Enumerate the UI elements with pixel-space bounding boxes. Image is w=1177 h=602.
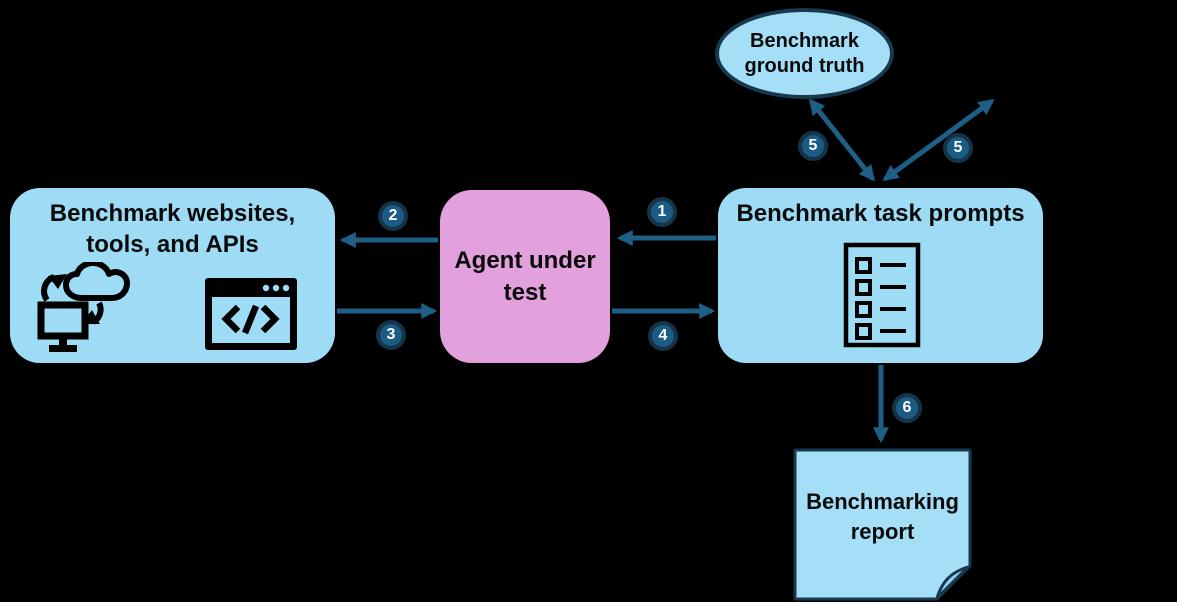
step-badge-6: 6 [892, 393, 922, 423]
websites-label: Benchmark websites, tools, and APIs [49, 200, 296, 259]
node-benchmarking-report: Benchmarking report [795, 449, 970, 599]
computer-cloud-sync-icon [37, 262, 130, 352]
task-prompts-label: Benchmark task prompts [736, 200, 1025, 227]
report-label: Benchmarking report [806, 489, 959, 544]
code-window-icon [205, 278, 297, 350]
step-badge-1: 1 [647, 197, 677, 227]
node-benchmark-task-prompts: Benchmark task prompts [718, 188, 1043, 363]
checklist-icon [843, 242, 921, 348]
node-agent-under-test: Agent under test [440, 190, 610, 363]
agent-label: Agent under test [454, 247, 596, 306]
node-benchmark-websites: Benchmark websites, tools, and APIs [10, 188, 335, 363]
step-badge-5-right: 5 [943, 133, 973, 163]
step-badge-4: 4 [648, 321, 678, 351]
step-badge-2: 2 [378, 201, 408, 231]
node-benchmark-ground-truth: Benchmark ground truth [715, 8, 894, 99]
arrow-5-prompts-upper-right [882, 98, 995, 182]
ground-truth-label: Benchmark ground truth [744, 29, 865, 77]
step-badge-5-left: 5 [798, 131, 828, 161]
step-badge-3: 3 [376, 320, 406, 350]
